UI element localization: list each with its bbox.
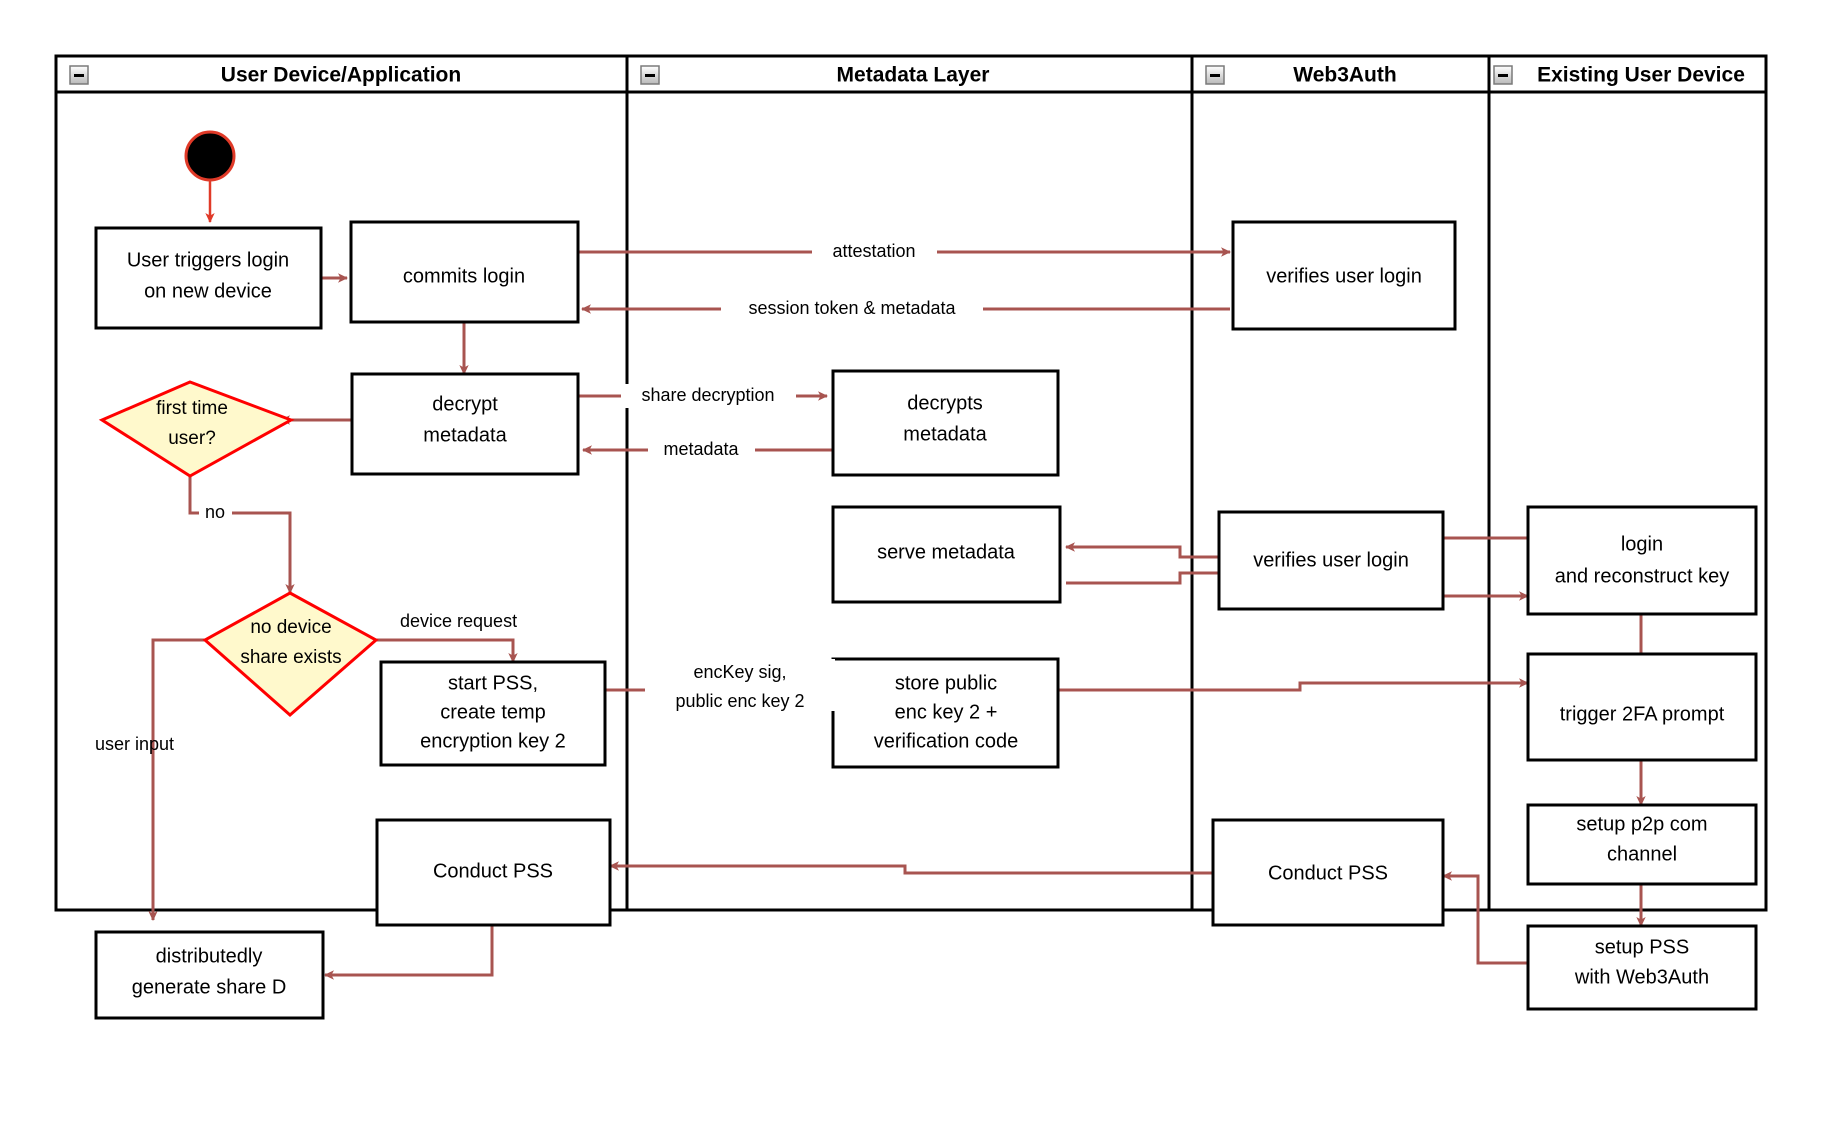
lane-title-user-device: User Device/Application	[221, 64, 461, 87]
node-label-line: verification code	[874, 730, 1019, 752]
node-label-line: Conduct PSS	[433, 860, 553, 882]
node-decrypts-metadata[interactable]: decrypts metadata	[831, 369, 1060, 477]
edge-label-text: device request	[400, 611, 517, 631]
node-label-line: on new device	[144, 280, 272, 302]
node-decrypt-metadata[interactable]: decrypt metadata	[350, 372, 580, 476]
lane-frame	[54, 54, 1768, 912]
node-serve-metadata[interactable]: serve metadata	[831, 505, 1062, 604]
edge-store-to-trigger2fa	[1058, 678, 1529, 692]
node-label-line: generate share D	[132, 976, 287, 998]
node-label-line: login	[1621, 533, 1663, 555]
node-label-line: channel	[1607, 843, 1677, 865]
node-label-line: trigger 2FA prompt	[1560, 703, 1725, 725]
node-label-line: setup p2p com	[1576, 813, 1707, 835]
node-distributedly-generate-share-d[interactable]: distributedly generate share D	[94, 930, 325, 1020]
node-label-line: commits login	[403, 265, 525, 287]
edge-serve-metadata-to-verifies2	[1066, 568, 1229, 585]
edge-label-no: no	[199, 501, 232, 525]
node-label-line: no device	[250, 617, 331, 638]
node-conduct-pss-web3auth[interactable]: Conduct PSS	[1211, 818, 1445, 927]
start-node	[184, 130, 236, 182]
node-start-pss-create-temp[interactable]: start PSS, create temp encryption key 2	[379, 660, 607, 767]
edge-label-share-decryption: share decryption	[621, 384, 796, 408]
minus-icon[interactable]	[640, 65, 660, 85]
edge-label-device-request: device request	[400, 611, 517, 631]
node-verifies-user-login-1[interactable]: verifies user login	[1231, 220, 1457, 331]
edge-label-metadata: metadata	[648, 438, 755, 462]
node-label-line: metadata	[903, 423, 987, 445]
lane-title-existing-user-device: Existing User Device	[1537, 64, 1745, 87]
node-store-public-enc-key[interactable]: store public enc key 2 + verification co…	[831, 657, 1060, 769]
lane-title-metadata-layer: Metadata Layer	[837, 64, 990, 87]
node-verifies-user-login-2[interactable]: verifies user login	[1217, 510, 1445, 611]
node-trigger-2fa-prompt[interactable]: trigger 2FA prompt	[1526, 652, 1758, 762]
edge-label-enckey-sig: encKey sig, public enc key 2	[645, 659, 835, 711]
edge-device-request-line	[375, 638, 518, 663]
node-commits-login[interactable]: commits login	[349, 220, 580, 324]
lane-header-web3auth[interactable]: Web3Auth	[1205, 64, 1397, 87]
edge-label-text: public enc key 2	[675, 691, 804, 711]
edge-conductpss-to-share-d	[324, 925, 494, 980]
node-label-line: share exists	[240, 647, 341, 668]
lane-header-existing-user-device[interactable]: Existing User Device	[1493, 64, 1745, 87]
node-label-line: user?	[168, 428, 216, 449]
edge-label-attestation: attestation	[812, 240, 937, 264]
edge-user-input-line	[148, 638, 205, 921]
node-label-line: with Web3Auth	[1574, 966, 1709, 988]
lane-header-metadata-layer[interactable]: Metadata Layer	[640, 64, 990, 87]
lane-header-user-device[interactable]: User Device/Application	[69, 64, 461, 87]
node-login-and-reconstruct-key[interactable]: login and reconstruct key	[1526, 505, 1758, 616]
node-label-line: verifies user login	[1253, 549, 1409, 571]
node-label-line: enc key 2 +	[895, 701, 998, 723]
edge-label-user-input: user input	[95, 734, 174, 754]
minus-icon[interactable]	[69, 65, 89, 85]
edge-label-text: no	[205, 502, 225, 522]
node-label-line: serve metadata	[877, 541, 1016, 563]
node-label-line: decrypt	[432, 393, 498, 415]
node-label-line: setup PSS	[1595, 936, 1690, 958]
node-label-line: first time	[156, 398, 228, 419]
edge-conductpss-web3auth-to-user	[609, 861, 1213, 875]
node-label-line: store public	[895, 672, 997, 694]
edge-labels: attestation session token & metadata sha…	[95, 240, 983, 754]
edge-no-line	[188, 476, 295, 594]
edge-label-text: share decryption	[641, 385, 774, 405]
edge-label-session-token: session token & metadata	[721, 297, 983, 321]
node-setup-p2p-com-channel[interactable]: setup p2p com channel	[1526, 803, 1758, 886]
node-no-device-share-exists[interactable]: no device share exists	[202, 591, 379, 717]
node-first-time-user[interactable]: first time user?	[98, 380, 295, 478]
node-user-triggers-login[interactable]: User triggers login on new device	[94, 226, 323, 330]
minus-icon[interactable]	[1493, 65, 1513, 85]
node-label-line: decrypts	[907, 392, 983, 414]
edge-label-text: user input	[95, 734, 174, 754]
node-label-line: metadata	[423, 424, 507, 446]
node-label-line: create temp	[440, 701, 546, 723]
edge-verifies2-to-serve-metadata	[1065, 542, 1228, 559]
edge-label-text: metadata	[663, 439, 739, 459]
edge-label-text: attestation	[832, 241, 915, 261]
node-label-line: Conduct PSS	[1268, 862, 1388, 884]
node-label-line: User triggers login	[127, 249, 289, 271]
node-label-line: start PSS,	[448, 672, 538, 694]
node-label-line: distributedly	[156, 945, 263, 967]
node-label-line: verifies user login	[1266, 265, 1422, 287]
edge-setuppss-to-conductpss-web3auth	[1442, 871, 1528, 965]
node-setup-pss-with-web3auth[interactable]: setup PSS with Web3Auth	[1526, 924, 1758, 1011]
node-label-line: and reconstruct key	[1555, 565, 1730, 587]
node-label-line: encryption key 2	[420, 730, 566, 752]
node-conduct-pss-user[interactable]: Conduct PSS	[375, 818, 612, 927]
edge-label-text: session token & metadata	[748, 298, 956, 318]
minus-icon[interactable]	[1205, 65, 1225, 85]
edge-label-text: encKey sig,	[693, 662, 786, 682]
lane-title-web3auth: Web3Auth	[1293, 64, 1396, 87]
